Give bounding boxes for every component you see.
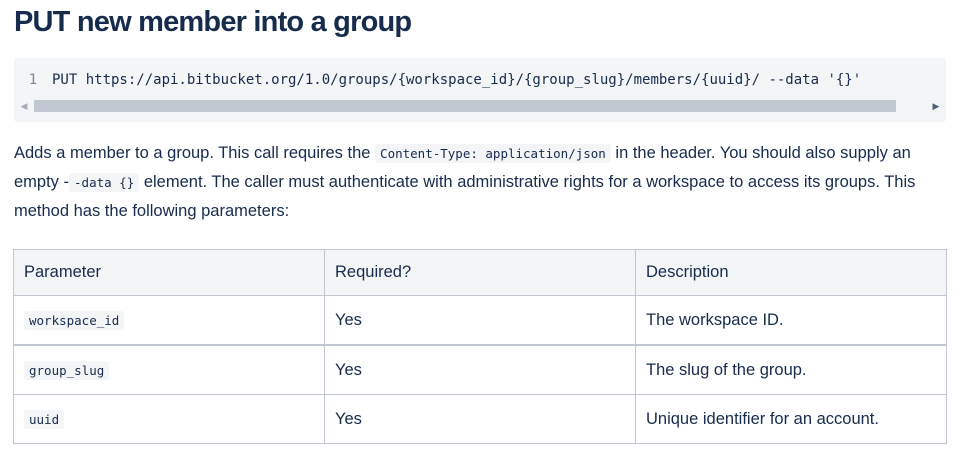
- description-text: element. The caller must authenticate wi…: [14, 173, 916, 220]
- header-description: Description: [635, 249, 947, 296]
- header-required: Required?: [324, 249, 636, 296]
- parameter-name: uuid: [24, 409, 65, 429]
- parameters-table: Parameter Required? Description workspac…: [13, 249, 947, 444]
- parameter-cell: workspace_id: [13, 295, 325, 346]
- inline-code-data: -data {}: [69, 173, 140, 192]
- parameter-name: group_slug: [24, 360, 110, 380]
- description-cell: The slug of the group.: [635, 344, 947, 395]
- horizontal-scrollbar[interactable]: ◀ ▶: [14, 98, 946, 114]
- scroll-right-arrow-icon[interactable]: ▶: [932, 101, 940, 111]
- required-cell: Yes: [324, 344, 636, 395]
- code-line: 1 PUT https://api.bitbucket.org/1.0/group…: [14, 68, 946, 92]
- scroll-left-arrow-icon[interactable]: ◀: [20, 101, 28, 111]
- table-header-row: Parameter Required? Description: [13, 249, 947, 296]
- inline-code-content-type: Content-Type: application/json: [375, 144, 611, 163]
- page-title: PUT new member into a group: [14, 6, 412, 38]
- table-row: uuid Yes Unique identifier for an accoun…: [13, 394, 947, 444]
- description-cell: Unique identifier for an account.: [635, 394, 947, 444]
- required-cell: Yes: [324, 295, 636, 346]
- description-text: in the header. You should also supply an…: [14, 144, 911, 191]
- parameter-name: workspace_id: [24, 310, 125, 330]
- code-block: 1 PUT https://api.bitbucket.org/1.0/group…: [14, 58, 946, 122]
- description-cell: The workspace ID.: [635, 295, 947, 346]
- parameter-cell: group_slug: [13, 344, 325, 395]
- description-text: -: [63, 173, 70, 191]
- code-text: PUT https://api.bitbucket.org/1.0/groups…: [52, 72, 862, 88]
- description-text: Adds a member to a group. This call requ…: [14, 144, 376, 162]
- table-row: group_slug Yes The slug of the group.: [13, 344, 947, 395]
- line-number: 1: [28, 72, 38, 88]
- required-cell: Yes: [324, 394, 636, 444]
- description-paragraph: Adds a member to a group. This call requ…: [14, 139, 954, 225]
- parameter-cell: uuid: [13, 394, 325, 444]
- scrollbar-thumb[interactable]: [34, 100, 896, 112]
- header-parameter: Parameter: [13, 249, 325, 296]
- table-row: workspace_id Yes The workspace ID.: [13, 295, 947, 346]
